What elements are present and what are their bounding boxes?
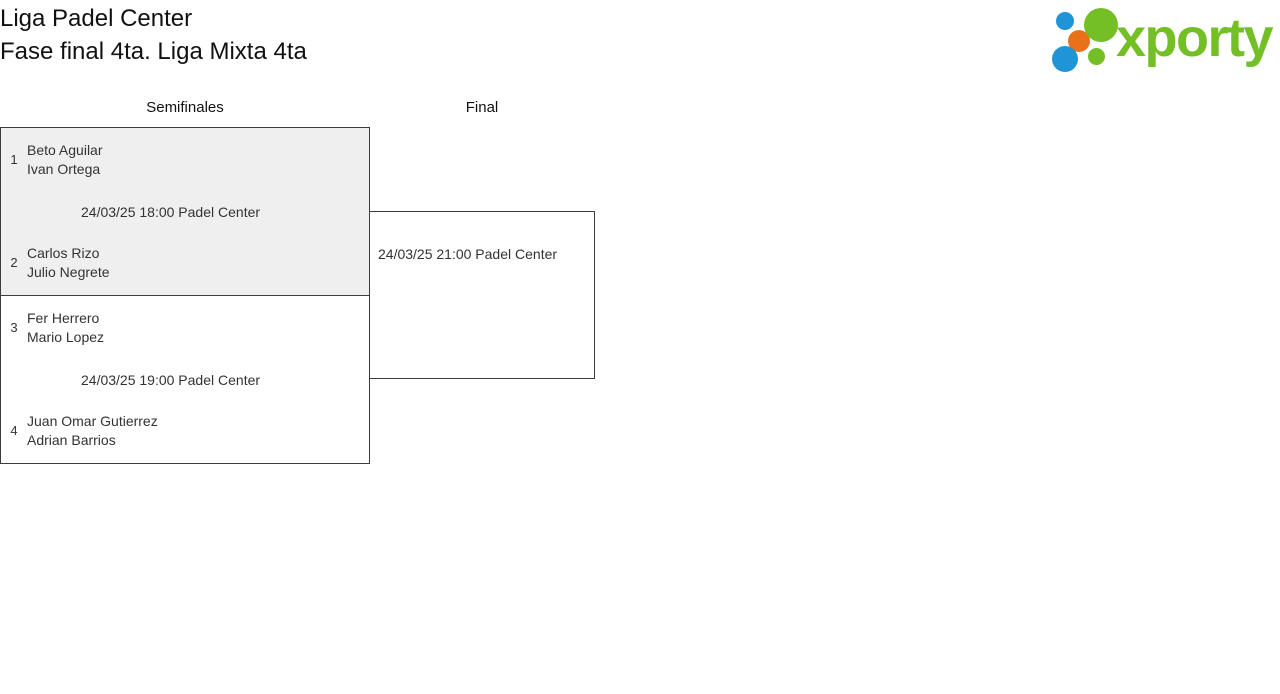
round-header-semifinales: Semifinales bbox=[146, 99, 224, 116]
team-player-name: Adrian Barrios bbox=[27, 432, 116, 448]
team-players: Carlos Rizo Julio Negrete bbox=[27, 244, 110, 282]
match-schedule-info: 24/03/25 18:00 Padel Center bbox=[81, 204, 261, 220]
xporty-logo[interactable]: xporty bbox=[1042, 2, 1274, 74]
match-schedule-info: 24/03/25 19:00 Padel Center bbox=[81, 372, 261, 388]
team-players: Fer Herrero Mario Lopez bbox=[27, 309, 104, 347]
tournament-phase: Fase final 4ta. Liga Mixta 4ta bbox=[0, 38, 307, 65]
match-team-slot[interactable] bbox=[370, 326, 396, 366]
logo-dot-blue-small-icon bbox=[1056, 12, 1074, 30]
team-player-name: Ivan Ortega bbox=[27, 161, 101, 177]
team-player-name: Julio Negrete bbox=[27, 264, 110, 280]
team-player-name: Beto Aguilar bbox=[27, 142, 103, 158]
match-schedule-info: 24/03/25 21:00 Padel Center bbox=[378, 246, 558, 262]
logo-dot-green-large-icon bbox=[1084, 8, 1118, 42]
logo-wordmark: xporty bbox=[1116, 8, 1274, 68]
team-player-name: Fer Herrero bbox=[27, 310, 100, 326]
team-player-name: Carlos Rizo bbox=[27, 245, 100, 261]
team-players: Juan Omar Gutierrez Adrian Barrios bbox=[27, 412, 158, 450]
logo-dots-icon bbox=[1050, 6, 1118, 72]
team-players: Beto Aguilar Ivan Ortega bbox=[27, 141, 103, 179]
team-seed: 2 bbox=[10, 255, 18, 270]
team-player-name: Mario Lopez bbox=[27, 329, 105, 345]
match-card[interactable]: 1 Beto Aguilar Ivan Ortega 24/03/25 18:0… bbox=[0, 127, 370, 296]
match-card[interactable]: 24/03/25 21:00 Padel Center bbox=[369, 211, 595, 379]
match-card[interactable]: 3 Fer Herrero Mario Lopez 24/03/25 19:00… bbox=[0, 295, 370, 464]
team-player-name: Juan Omar Gutierrez bbox=[27, 413, 158, 429]
round-header-final: Final bbox=[465, 99, 499, 116]
match-team-slot[interactable]: 2 Carlos Rizo Julio Negrete bbox=[1, 243, 110, 283]
logo-dot-orange-icon bbox=[1068, 30, 1090, 52]
logo-dot-blue-large-icon bbox=[1052, 46, 1078, 72]
match-team-slot[interactable]: 4 Juan Omar Gutierrez Adrian Barrios bbox=[1, 411, 158, 451]
logo-dot-green-small-icon bbox=[1088, 48, 1105, 65]
match-team-slot[interactable]: 1 Beto Aguilar Ivan Ortega bbox=[1, 140, 103, 180]
page-title: Liga Padel Center Fase final 4ta. Liga M… bbox=[0, 2, 307, 68]
match-team-slot[interactable]: 3 Fer Herrero Mario Lopez bbox=[1, 308, 104, 348]
team-seed: 4 bbox=[10, 423, 18, 438]
page-header: Liga Padel Center Fase final 4ta. Liga M… bbox=[0, 0, 1280, 80]
tournament-name: Liga Padel Center bbox=[0, 5, 193, 32]
team-seed: 1 bbox=[10, 152, 18, 167]
team-seed: 3 bbox=[10, 320, 18, 335]
